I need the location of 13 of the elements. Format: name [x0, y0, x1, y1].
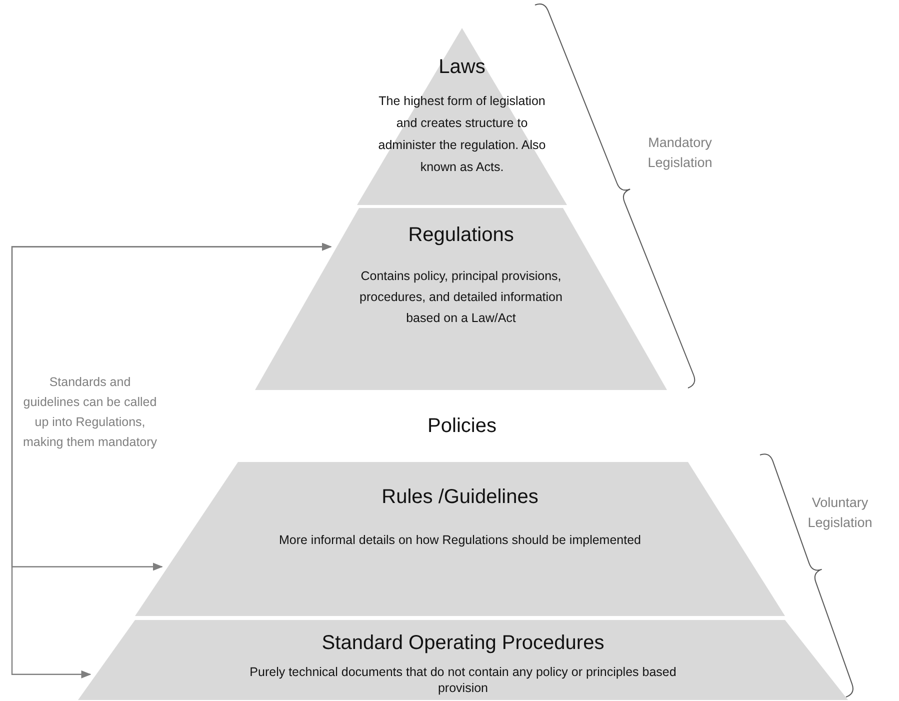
bracket-label: Mandatory Legislation [646, 134, 714, 172]
tier-description: Contains policy, principal provisions, procedures, and detailed information based on a Law/Act [358, 268, 564, 327]
tier-description: Purely technical documents that do not contain any policy or principles based provision [248, 664, 678, 696]
section-label: Policies [426, 414, 498, 439]
connector-arrow [11, 242, 332, 678]
tier-description: More informal details on how Regulations should be implemented [278, 532, 641, 549]
bracket-label: Voluntary Legislation [806, 494, 874, 532]
note-text: Standards and guidelines can be called up into Regulations, making them mandatory [22, 374, 158, 451]
tier-title: Regulations [408, 224, 514, 247]
tier-title: Laws [438, 56, 486, 79]
tier-description: The highest form of legislation and creates structure to administer the regulation. Also known as Acts. [377, 93, 547, 176]
tier-title: Rules /Guidelines [382, 486, 538, 509]
tier-title: Standard Operating Procedures [322, 632, 604, 655]
